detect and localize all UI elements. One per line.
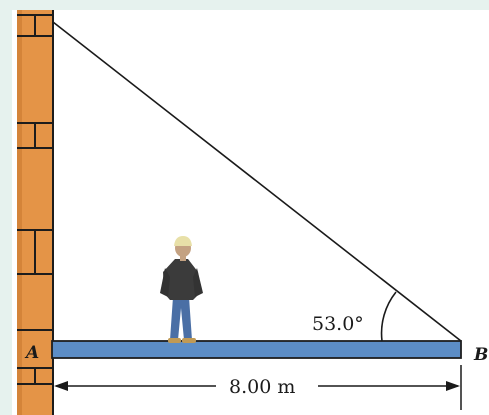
angle-arc: [380, 291, 397, 342]
hard-hat-icon: [174, 236, 192, 246]
wall-mortar-lines: [17, 14, 53, 385]
point-a-label: A: [24, 343, 39, 363]
brick-wall: [17, 10, 54, 415]
person-left-shoe: [168, 338, 181, 343]
point-b-label: B: [473, 345, 488, 365]
dimension-arrow-left: [54, 381, 68, 391]
person-jeans: [170, 297, 192, 340]
cable: [52, 21, 462, 342]
dimension-arrow-right: [446, 381, 460, 391]
person-right-arm: [193, 268, 203, 297]
person-left-arm: [160, 268, 170, 297]
person-neck: [180, 254, 186, 261]
person-figure: [160, 236, 203, 343]
dimension-line: 8.00 m: [52, 365, 462, 410]
beam: [51, 340, 462, 359]
person-jacket: [163, 259, 200, 300]
angle-label: 53.0°: [312, 313, 364, 335]
length-label: 8.00 m: [229, 376, 295, 398]
wall-shade: [17, 10, 22, 415]
wall-body: [17, 10, 53, 415]
person-right-shoe: [182, 338, 196, 343]
